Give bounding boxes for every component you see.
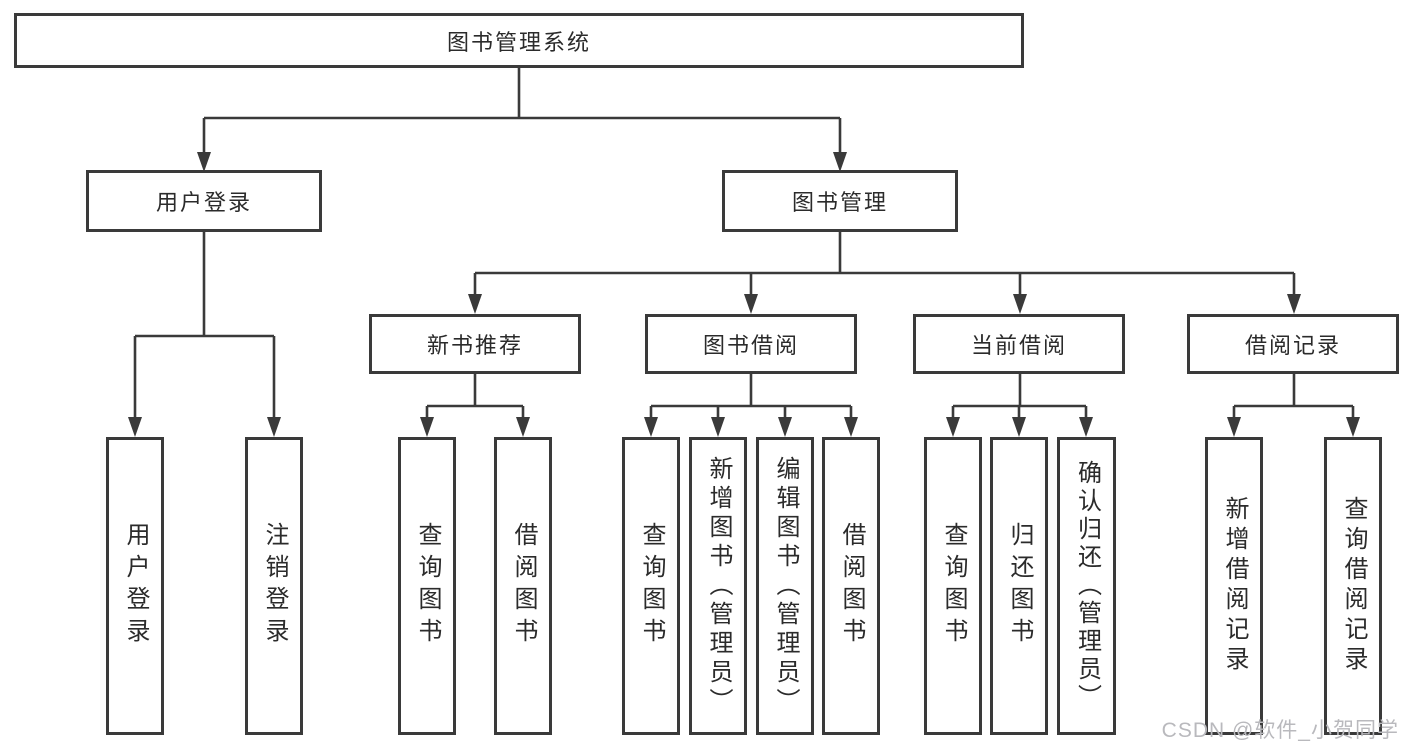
node-label: 借阅记录: [1244, 333, 1341, 358]
leaf-query-books-borrow: 查询图书: [622, 437, 680, 735]
leaf-query-borrow-record: 查询借阅记录: [1324, 437, 1382, 735]
leaf-user-login: 用户登录: [106, 437, 164, 735]
node-label: 查询借阅记录: [1340, 496, 1367, 676]
leaf-add-borrow-record: 新增借阅记录: [1205, 437, 1263, 735]
leaf-logout: 注销登录: [245, 437, 303, 735]
leaf-query-books-recommend: 查询图书: [398, 437, 456, 735]
leaf-edit-book-admin: 编辑图书（管理员）: [756, 437, 814, 735]
node-book-management: 图书管理: [722, 170, 958, 232]
node-label: 查询图书: [638, 522, 665, 650]
leaf-borrow-books: 借阅图书: [822, 437, 880, 735]
node-label: 用户登录: [122, 522, 149, 650]
node-label: 当前借阅: [970, 333, 1067, 358]
node-label: 归还图书: [1006, 522, 1033, 650]
node-label: 确认归还（管理员）: [1073, 460, 1101, 712]
node-label: 借阅图书: [510, 522, 537, 650]
leaf-borrow-books-recommend: 借阅图书: [494, 437, 552, 735]
node-new-book-recommendation: 新书推荐: [369, 314, 581, 374]
node-label: 编辑图书（管理员）: [772, 455, 799, 717]
node-library-management-system: 图书管理系统: [14, 13, 1024, 68]
node-user-login: 用户登录: [86, 170, 322, 232]
node-current-borrowing: 当前借阅: [913, 314, 1125, 374]
node-label: 借阅图书: [838, 522, 865, 650]
node-label: 图书管理系统: [446, 29, 591, 55]
node-label: 查询图书: [940, 522, 967, 650]
arrowhead-icons: [128, 152, 1360, 437]
node-label: 查询图书: [414, 522, 441, 650]
node-label: 新增图书（管理员）: [705, 455, 732, 717]
leaf-query-books-current: 查询图书: [924, 437, 982, 735]
node-label: 新书推荐: [426, 333, 523, 358]
csdn-watermark: CSDN @软件_小贺同学: [1161, 719, 1399, 742]
node-label: 图书管理: [791, 190, 888, 215]
node-label: 注销登录: [261, 522, 288, 650]
node-label: 用户登录: [155, 190, 252, 215]
leaf-return-book: 归还图书: [990, 437, 1048, 735]
node-label: 新增借阅记录: [1221, 496, 1248, 676]
node-book-borrowing: 图书借阅: [645, 314, 857, 374]
leaf-confirm-return-admin: 确认归还（管理员）: [1057, 437, 1116, 735]
node-borrowing-records: 借阅记录: [1187, 314, 1399, 374]
node-label: 图书借阅: [702, 333, 799, 358]
leaf-add-book-admin: 新增图书（管理员）: [689, 437, 747, 735]
